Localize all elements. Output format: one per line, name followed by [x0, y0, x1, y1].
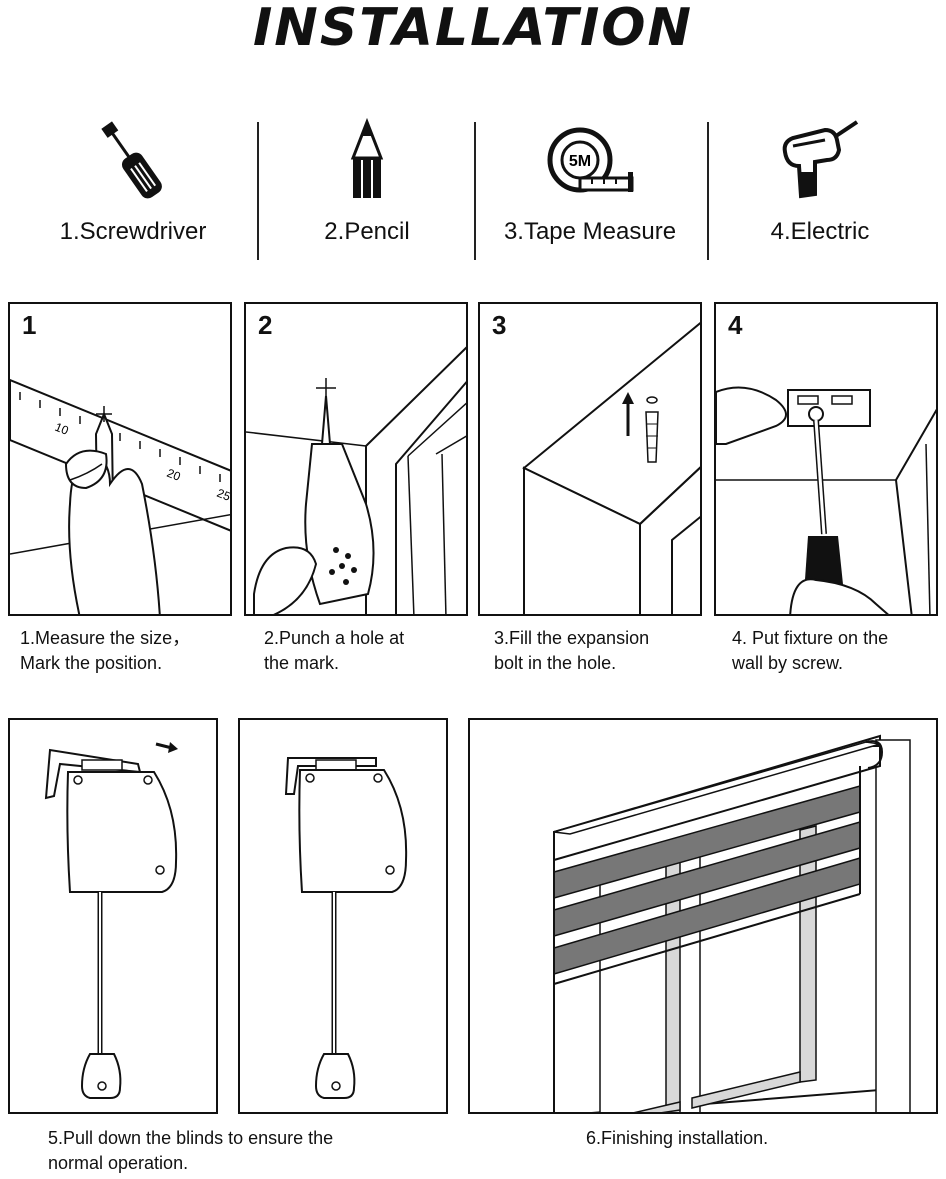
step-caption-2: 2.Punch a hole at the mark. — [264, 626, 404, 676]
step-panel-5b — [238, 718, 448, 1114]
step-caption-5: 5.Pull down the blinds to ensure the nor… — [48, 1126, 333, 1176]
step-panel-4: 4 — [714, 302, 938, 616]
caption-line: Mark the position. — [20, 651, 190, 676]
caption-line: the mark. — [264, 651, 404, 676]
electric-drill-icon — [775, 116, 865, 206]
caption-line: wall by screw. — [732, 651, 888, 676]
step-caption-6: 6.Finishing installation. — [586, 1126, 768, 1151]
caption-line: 1.Measure the size， — [20, 626, 190, 651]
step-number: 1 — [22, 310, 36, 341]
step-number: 3 — [492, 310, 506, 341]
step-number: 2 — [258, 310, 272, 341]
caption-line: 6.Finishing installation. — [586, 1126, 768, 1151]
bracket-open-illustration — [10, 720, 218, 1114]
step-panel-1: 10 20 25 1 — [8, 302, 232, 616]
tool-pencil: 2.Pencil — [252, 110, 482, 260]
page-title: INSTALLATION — [0, 0, 946, 56]
tool-tape-measure: 5M 3.Tape Measure — [475, 110, 705, 260]
bracket-closed-illustration — [240, 720, 448, 1114]
measure-illustration: 10 20 25 — [10, 304, 232, 616]
tool-label: 2.Pencil — [252, 218, 482, 246]
screwdriver-icon — [98, 116, 168, 206]
tape-measure-badge: 5M — [569, 153, 591, 170]
caption-line: 5.Pull down the blinds to ensure the — [48, 1126, 333, 1151]
tool-label: 4.Electric — [705, 218, 935, 246]
fixture-illustration — [716, 304, 938, 616]
caption-line: 4. Put fixture on the — [732, 626, 888, 651]
tool-label: 1.Screwdriver — [18, 218, 248, 246]
tape-measure-icon: 5M — [540, 116, 640, 206]
bolt-illustration — [480, 304, 702, 616]
caption-line: bolt in the hole. — [494, 651, 649, 676]
step-caption-4: 4. Put fixture on the wall by screw. — [732, 626, 888, 676]
step-panel-6 — [468, 718, 938, 1114]
step-caption-1: 1.Measure the size， Mark the position. — [20, 626, 190, 676]
tool-screwdriver: 1.Screwdriver — [18, 110, 248, 260]
tool-electric-drill: 4.Electric — [705, 110, 935, 260]
step-panel-5a — [8, 718, 218, 1114]
tool-label: 3.Tape Measure — [475, 218, 705, 246]
step-panel-3: 3 — [478, 302, 702, 616]
step-caption-3: 3.Fill the expansion bolt in the hole. — [494, 626, 649, 676]
caption-line: normal operation. — [48, 1151, 333, 1176]
caption-line: 2.Punch a hole at — [264, 626, 404, 651]
pencil-icon — [332, 116, 402, 206]
drill-illustration — [246, 304, 468, 616]
step-number: 4 — [728, 310, 742, 341]
finished-blind-illustration — [470, 720, 938, 1114]
step-panel-2: 2 — [244, 302, 468, 616]
caption-line: 3.Fill the expansion — [494, 626, 649, 651]
